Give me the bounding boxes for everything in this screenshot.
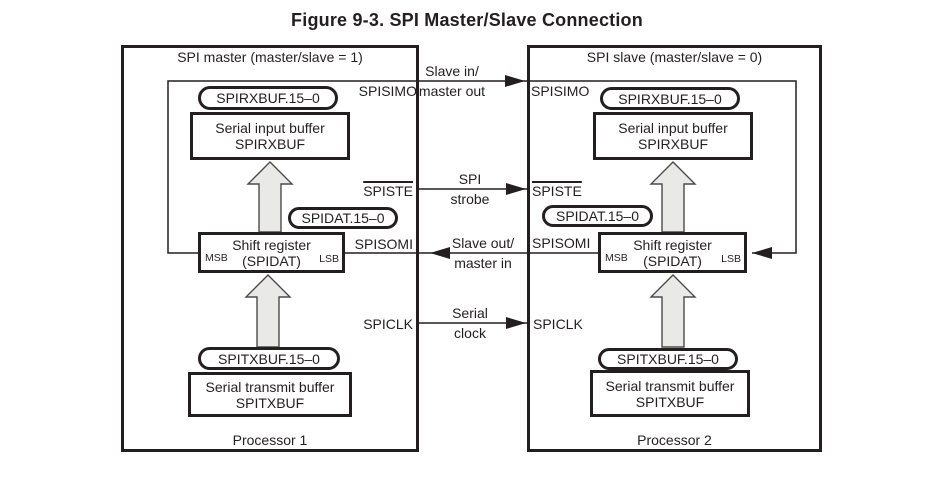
master-box-header: SPI master (master/slave = 1) [177, 49, 363, 65]
master-input-buffer-line1: Serial input buffer [215, 120, 325, 136]
signal-spiste-line1: SPI [458, 171, 482, 187]
slave-input-buffer-line2: SPIRXBUF [637, 136, 708, 152]
master-spirxbuf-register: SPIRXBUF.15–0 [198, 86, 338, 110]
slave-txbuf-to-shift-arrow [649, 274, 697, 348]
figure-title: Figure 9-3. SPI Master/Slave Connection [291, 10, 643, 30]
slave-shift-register-line2: (SPIDAT) [643, 252, 702, 269]
slave-serial-input-buffer: Serial input buffer SPIRXBUF [593, 112, 753, 160]
slave-input-buffer-line1: Serial input buffer [618, 120, 728, 136]
master-pin-spisimo: SPISIMO [358, 83, 417, 99]
signal-spisomi-line1: Slave out/ [451, 235, 515, 251]
arrowhead-spisimo-into-lsb [752, 247, 772, 259]
arrowhead-spiste-into-slave [506, 183, 526, 195]
slave-msb-label: MSB [605, 252, 628, 264]
arrowhead-spisimo-into-slave [505, 75, 525, 87]
slave-processor-label: Processor 2 [637, 432, 712, 448]
signal-spisimo-line1: Slave in/ [425, 63, 479, 79]
slave-spirxbuf-register: SPIRXBUF.15–0 [600, 87, 740, 110]
master-serial-input-buffer: Serial input buffer SPIRXBUF [190, 112, 350, 160]
slave-spitxbuf-register: SPITXBUF.15–0 [598, 348, 738, 370]
master-input-buffer-line2: SPIRXBUF [234, 136, 305, 152]
master-pin-spiste: SPISTE [363, 183, 413, 199]
signal-label-spisomi: Slave out/ master in [435, 236, 531, 270]
master-msb-label: MSB [205, 252, 228, 264]
arrowhead-spiclk-into-slave [506, 317, 526, 329]
master-shift-register-line2: (SPIDAT) [242, 252, 301, 269]
signal-spiclk-line2: clock [454, 325, 486, 341]
signal-spisomi-line2: master in [454, 255, 512, 271]
master-lsb-label: LSB [319, 253, 339, 265]
slave-lsb-label: LSB [721, 253, 741, 265]
master-shift-register-line1: Shift register [232, 236, 311, 253]
slave-transmit-buffer-line2: SPITXBUF [635, 393, 705, 410]
signal-spisimo-line2: master out [418, 83, 486, 99]
master-spidat-register: SPIDAT.15–0 [288, 207, 398, 229]
master-serial-transmit-buffer: Serial transmit buffer SPITXBUF [188, 372, 352, 417]
signal-label-spiclk: Serial clock [422, 306, 518, 340]
master-processor-box [121, 45, 419, 452]
signal-spiste-line2: strobe [450, 191, 490, 207]
signal-label-spiste: SPI strobe [422, 172, 518, 206]
arrowhead-spisomi-into-master [430, 247, 450, 259]
slave-box-header: SPI slave (master/slave = 0) [586, 49, 763, 65]
signal-spiclk-line1: Serial [452, 305, 488, 321]
slave-serial-transmit-buffer: Serial transmit buffer SPITXBUF [590, 370, 750, 417]
master-shift-to-rxbuf-arrow [246, 161, 294, 233]
slave-pin-spisimo: SPISIMO [531, 83, 590, 99]
master-spitxbuf-register: SPITXBUF.15–0 [198, 347, 340, 370]
master-pin-spisomi: SPISOMI [354, 236, 413, 252]
slave-shift-register-line1: Shift register [633, 236, 712, 253]
slave-shift-to-rxbuf-arrow [649, 161, 697, 233]
master-pin-spiclk: SPICLK [363, 316, 413, 332]
wire-spisimo [167, 80, 797, 254]
master-txbuf-to-shift-arrow [244, 274, 292, 348]
slave-pin-spiclk: SPICLK [533, 316, 583, 332]
master-transmit-buffer-line1: Serial transmit buffer [205, 378, 335, 395]
slave-pin-spisomi: SPISOMI [532, 235, 591, 251]
slave-spidat-register: SPIDAT.15–0 [542, 205, 653, 227]
slave-processor-box [527, 45, 822, 452]
master-transmit-buffer-line2: SPITXBUF [235, 394, 305, 411]
signal-label-spisimo: Slave in/ master out [404, 64, 500, 98]
master-shift-register: Shift register (SPIDAT) MSB LSB [198, 232, 345, 273]
slave-pin-spiste: SPISTE [532, 183, 582, 199]
master-processor-label: Processor 1 [232, 432, 308, 448]
slave-transmit-buffer-line1: Serial transmit buffer [605, 377, 735, 394]
slave-shift-register: Shift register (SPIDAT) MSB LSB [598, 232, 747, 273]
